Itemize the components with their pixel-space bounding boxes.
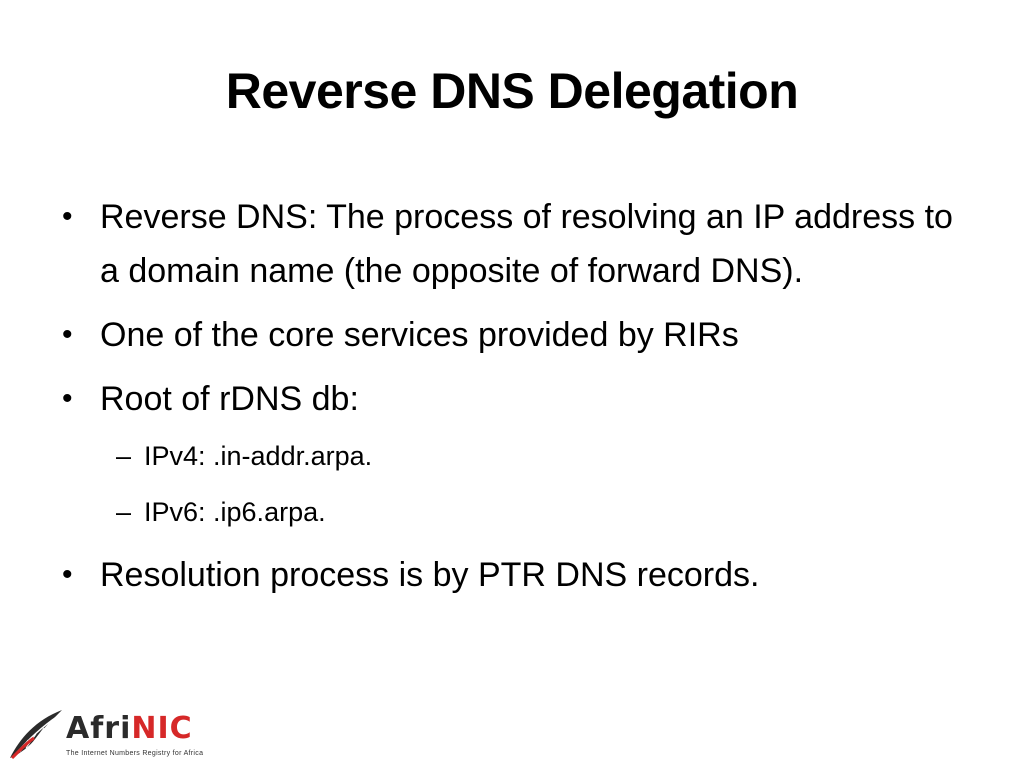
afrinic-feather-icon <box>10 710 62 760</box>
logo-word-nic: NIC <box>131 711 193 746</box>
bullet-text: Root of rDNS db: <box>100 380 359 418</box>
sub-bullet-item: – IPv4: .in-addr.arpa. <box>60 436 960 476</box>
sub-bullet-dash-icon: – <box>116 497 132 527</box>
bullet-dot-icon: • <box>62 200 73 233</box>
bullet-item: • Reverse DNS: The process of resolving … <box>60 190 960 298</box>
bullet-item: • Root of rDNS db: <box>60 372 960 426</box>
bullet-dot-icon: • <box>62 558 73 591</box>
bullet-text: Resolution process is by PTR DNS records… <box>100 556 760 594</box>
bullet-item: • One of the core services provided by R… <box>60 308 960 362</box>
logo-wordmark: AfriNIC <box>66 714 193 744</box>
sub-bullet-dash-icon: – <box>116 441 132 471</box>
sub-bullet-item: – IPv6: .ip6.arpa. <box>60 492 960 532</box>
afrinic-logo: AfriNIC The Internet Numbers Registry fo… <box>6 706 226 762</box>
bullet-dot-icon: • <box>62 318 73 351</box>
slide-title: Reverse DNS Delegation <box>225 63 799 119</box>
slide-content: • Reverse DNS: The process of resolving … <box>60 190 960 612</box>
sub-bullet-text: IPv6: .ip6.arpa. <box>144 497 326 527</box>
sub-bullet-text: IPv4: .in-addr.arpa. <box>144 441 373 471</box>
logo-word-afri: Afri <box>66 711 132 746</box>
bullet-text: One of the core services provided by RIR… <box>100 316 739 354</box>
bullet-text: Reverse DNS: The process of resolving an… <box>100 198 953 290</box>
bullet-dot-icon: • <box>62 382 73 415</box>
logo-tagline: The Internet Numbers Registry for Africa <box>66 750 204 757</box>
bullet-item: • Resolution process is by PTR DNS recor… <box>60 548 960 602</box>
